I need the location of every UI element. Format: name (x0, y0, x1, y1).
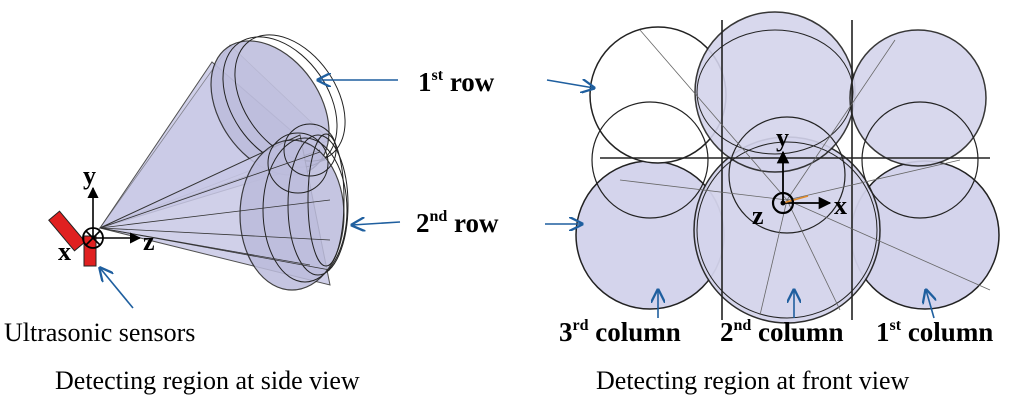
svg-text:1st row: 1st row (418, 67, 495, 97)
side-axes: y z x (58, 161, 155, 266)
col3-label: 3rd column (559, 317, 681, 347)
row2-label: 2nd row (416, 208, 499, 238)
row2-rest: row (447, 208, 499, 238)
front-axes: y z x (752, 123, 847, 230)
col2-sup: nd (734, 317, 752, 334)
front-axis-y-label: y (776, 123, 789, 152)
ultrasonic-sensor-icon (48, 210, 97, 267)
side-axis-z-label: z (143, 227, 155, 256)
col3-num: 3 (559, 317, 573, 347)
sensors-pointer-arrow (100, 268, 134, 309)
svg-text:2nd row: 2nd row (416, 208, 499, 238)
front-axis-z-label: z (752, 201, 764, 230)
front-axis-x-label: x (834, 191, 847, 220)
side-view: y z x (48, 34, 349, 309)
row1-label: 1st row (418, 67, 495, 97)
row1-num: 1 (418, 67, 432, 97)
sensors-label: Ultrasonic sensors (4, 318, 195, 347)
front-view-caption: Detecting region at front view (596, 366, 910, 395)
side-view-caption: Detecting region at side view (55, 366, 360, 395)
col1-num: 1 (876, 317, 890, 347)
lower-cone (98, 123, 349, 291)
col3-rest: column (589, 317, 681, 347)
col2-num: 2 (720, 317, 734, 347)
col3-sup: rd (573, 317, 589, 334)
col1-arrow (926, 290, 934, 319)
circle-r1-c1 (849, 29, 987, 167)
row2-arrow-left (352, 222, 401, 225)
row1-rest: row (443, 67, 495, 97)
row1-sup: st (432, 67, 444, 84)
side-axis-x-label: x (58, 237, 71, 266)
circle-r1-c2 (694, 11, 856, 173)
row1-arrow-right (546, 80, 594, 88)
col2-rest: column (751, 317, 843, 347)
row2-sup: nd (430, 208, 448, 225)
front-view: y z x (575, 11, 1000, 324)
row2-num: 2 (416, 208, 430, 238)
col2-label: 2nd column (720, 317, 844, 347)
col1-rest: column (901, 317, 993, 347)
col1-label: 1st column (876, 317, 993, 347)
col1-sup: st (890, 317, 902, 334)
side-axis-y-label: y (83, 161, 96, 190)
